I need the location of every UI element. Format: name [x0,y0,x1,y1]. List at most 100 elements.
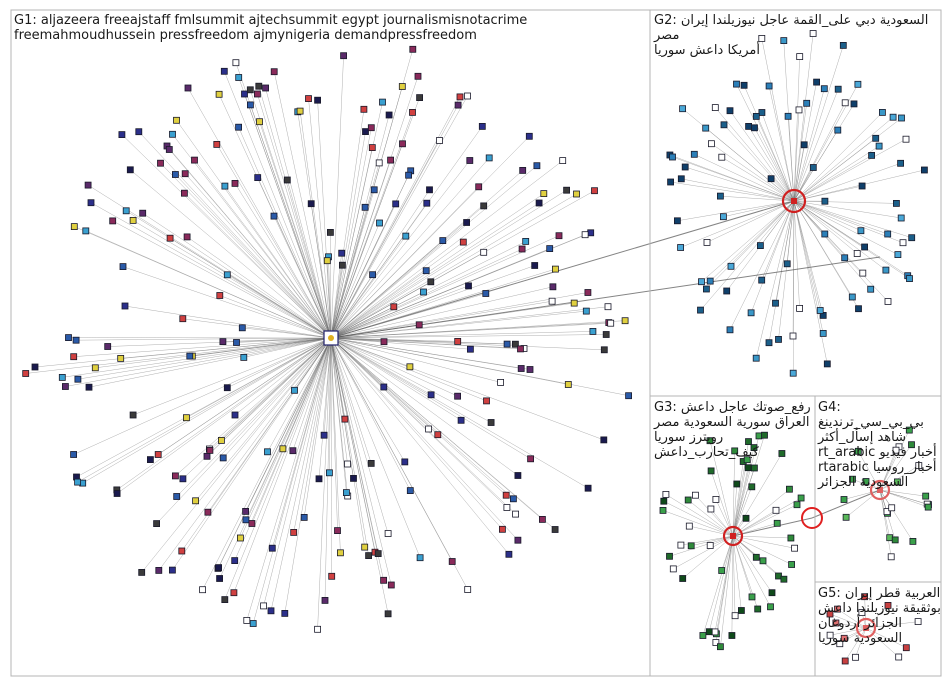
node[interactable] [110,218,116,224]
node[interactable] [156,567,162,573]
node[interactable] [708,141,714,147]
node[interactable] [703,125,709,131]
node[interactable] [271,69,277,75]
node[interactable] [147,457,153,463]
node[interactable] [32,364,38,370]
node[interactable] [680,106,686,112]
node[interactable] [773,507,779,513]
node[interactable] [377,220,383,226]
node[interactable] [707,278,713,284]
node[interactable] [216,91,222,97]
node[interactable] [499,526,505,532]
node[interactable] [827,611,833,617]
node[interactable] [174,117,180,123]
node[interactable] [732,448,738,454]
node[interactable] [532,263,538,269]
node[interactable] [381,339,387,345]
node[interactable] [885,602,891,608]
node[interactable] [335,528,341,534]
node[interactable] [236,124,242,130]
node[interactable] [71,452,77,458]
node[interactable] [923,493,929,499]
node[interactable] [301,514,307,520]
node[interactable] [720,214,726,220]
node[interactable] [269,545,275,551]
node[interactable] [668,179,674,185]
node[interactable] [863,479,869,485]
node[interactable] [361,106,367,112]
node[interactable] [426,426,432,432]
node[interactable] [297,108,303,114]
node[interactable] [257,119,263,125]
node[interactable] [678,245,684,251]
node[interactable] [504,341,510,347]
node[interactable] [216,565,222,571]
node[interactable] [571,300,577,306]
node[interactable] [406,172,412,178]
node[interactable] [506,551,512,557]
node[interactable] [700,633,706,639]
node[interactable] [898,215,904,221]
node[interactable] [498,379,504,385]
node[interactable] [268,608,274,614]
node[interactable] [232,558,238,564]
node[interactable] [233,60,239,66]
node[interactable] [366,553,372,559]
node[interactable] [910,538,916,544]
node[interactable] [503,492,509,498]
node[interactable] [841,635,847,641]
node[interactable] [552,527,558,533]
node[interactable] [698,307,704,313]
node[interactable] [254,91,260,97]
node[interactable] [674,218,680,224]
node[interactable] [869,152,875,158]
node[interactable] [916,463,922,469]
node[interactable] [339,250,345,256]
node[interactable] [362,544,368,550]
node[interactable] [183,415,189,421]
node[interactable] [515,473,521,479]
node[interactable] [893,200,899,206]
node[interactable] [315,97,321,103]
node[interactable] [753,554,759,560]
node[interactable] [785,113,791,119]
node[interactable] [504,505,510,511]
node[interactable] [796,107,802,113]
node[interactable] [804,100,810,106]
node[interactable] [424,200,430,206]
node[interactable] [417,555,423,561]
node[interactable] [217,293,223,299]
node[interactable] [601,347,607,353]
node[interactable] [62,384,68,390]
node[interactable] [890,114,896,120]
node[interactable] [741,82,747,88]
node[interactable] [608,320,614,326]
node[interactable] [539,516,545,522]
node[interactable] [858,228,864,234]
node[interactable] [719,154,725,160]
node[interactable] [691,151,697,157]
node[interactable] [167,235,173,241]
node[interactable] [520,167,526,173]
node[interactable] [465,587,471,593]
node[interactable] [242,91,248,97]
node[interactable] [400,141,406,147]
node[interactable] [862,244,868,250]
node[interactable] [565,382,571,388]
node[interactable] [840,42,846,48]
node[interactable] [885,231,891,237]
node[interactable] [315,626,321,632]
node[interactable] [391,304,397,310]
node[interactable] [585,485,591,491]
node[interactable] [421,289,427,295]
node[interactable] [181,190,187,196]
node[interactable] [465,93,471,99]
node[interactable] [381,384,387,390]
node[interactable] [341,53,347,59]
node[interactable] [801,142,807,148]
node[interactable] [797,305,803,311]
node[interactable] [250,621,256,627]
node[interactable] [237,535,243,541]
node[interactable] [136,129,142,135]
node[interactable] [626,393,632,399]
